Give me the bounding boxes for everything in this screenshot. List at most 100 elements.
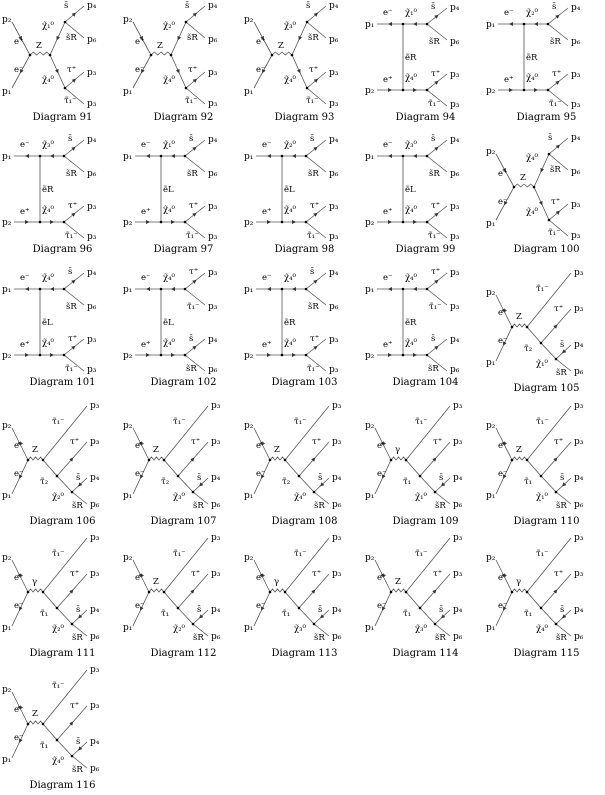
momentum-label: p₄ <box>329 268 339 278</box>
particle-label: s̄ <box>318 605 322 615</box>
momentum-label: p₁ <box>365 285 374 295</box>
incoming-electron-line <box>11 559 29 593</box>
particle-label: τ⁺ <box>70 701 79 711</box>
particle-label: e⁻ <box>262 140 272 150</box>
particle-label: τ⁺ <box>431 69 440 79</box>
particle-label: e⁻ <box>383 140 393 150</box>
momentum-label: p₂ <box>486 553 496 563</box>
vertex-dot <box>55 738 59 742</box>
neutralino-line <box>540 475 557 493</box>
momentum-label: p₁ <box>486 491 495 501</box>
momentum-label: p₃ <box>450 100 460 110</box>
particle-label: e⁻ <box>14 65 24 75</box>
outgoing-bottom-a <box>305 205 327 223</box>
particle-label: s̃R <box>429 36 440 47</box>
momentum-label: p₁ <box>2 623 11 633</box>
vertex-dot <box>554 490 558 494</box>
vertex-dot <box>425 353 429 357</box>
momentum-label: p₄ <box>332 473 342 483</box>
particle-label: s̄ <box>189 334 193 344</box>
outgoing-bottom-b <box>547 89 569 107</box>
boson-label: Z <box>395 577 401 587</box>
momentum-label: p₃ <box>574 268 584 278</box>
outgoing-top-a <box>184 139 206 157</box>
momentum-label: p₂ <box>244 15 254 25</box>
incoming-positron-line <box>11 723 29 759</box>
particle-label: τ̃₁ <box>524 476 532 487</box>
momentum-label: p₄ <box>453 605 463 615</box>
particle-label: e⁺ <box>383 207 393 217</box>
vertex-dot <box>184 86 188 90</box>
momentum-label: p₂ <box>486 421 496 431</box>
diagram-caption: Diagram 99 <box>395 244 456 255</box>
particle-label: τ⁺ <box>67 65 76 75</box>
outgoing-tau-line <box>298 573 330 609</box>
momentum-label: p₆ <box>211 500 221 510</box>
vertex-dot <box>297 606 301 610</box>
momentum-label: p₆ <box>90 632 100 642</box>
particle-label: s̄ <box>552 2 556 12</box>
neutralino-line <box>540 607 557 625</box>
particle-label: χ̃₄⁰ <box>42 74 55 85</box>
vertex-dot <box>63 86 67 90</box>
particle-label: s̃R <box>550 164 561 175</box>
diagram-caption: Diagram 107 <box>150 516 217 527</box>
vertex-dot <box>268 458 272 462</box>
vertex-dot <box>425 22 429 26</box>
outgoing-top-b <box>63 288 85 306</box>
particle-label: χ̃₁⁰ <box>163 139 176 150</box>
outgoing-top-a <box>305 139 327 157</box>
vertex-dot <box>183 287 187 291</box>
vertex-dot <box>70 622 74 626</box>
vertex-dot <box>539 341 543 345</box>
outgoing-bottom-a <box>185 71 206 89</box>
particle-label: χ̃₂⁰ <box>526 7 539 18</box>
particle-label: s̃R <box>308 32 319 43</box>
neutralino-line <box>56 475 73 493</box>
neutralino-top-line <box>533 153 550 188</box>
momentum-label: p₆ <box>90 500 100 510</box>
momentum-label: p₂ <box>486 86 496 96</box>
particle-label: χ̃₄⁰ <box>405 72 418 83</box>
momentum-label: p₂ <box>123 351 133 361</box>
particle-label: τ⁺ <box>433 437 442 447</box>
boson-propagator <box>269 588 286 593</box>
vertex-dot <box>305 20 309 24</box>
momentum-label: p₆ <box>208 365 218 375</box>
outgoing-sR-line <box>71 491 88 505</box>
vertex-dot <box>297 474 301 478</box>
diagram-caption: Diagram 103 <box>271 377 338 388</box>
propagator-label: ẽR <box>405 317 417 328</box>
particle-label: τ⁺ <box>191 569 200 579</box>
boson-label: γ <box>32 577 37 587</box>
momentum-label: p₆ <box>90 764 100 774</box>
outgoing-top-b <box>547 23 569 41</box>
vertex-dot <box>147 590 151 594</box>
neutralino-line <box>419 475 436 493</box>
momentum-label: p₆ <box>329 169 339 179</box>
particle-label: χ̃₄⁰ <box>405 272 418 283</box>
diagram-caption: Diagram 97 <box>153 244 214 255</box>
vertex-dot <box>159 353 163 357</box>
boson-label: Z <box>520 173 526 183</box>
vertex-dot <box>418 474 422 478</box>
particle-label: χ̃₄⁰ <box>163 204 176 215</box>
incoming-positron-line <box>132 591 150 627</box>
boson-propagator <box>148 456 165 461</box>
particle-label: χ̃₄⁰ <box>284 272 297 283</box>
incoming-electron-line <box>132 559 150 593</box>
outgoing-long-line <box>526 272 572 328</box>
momentum-label: p₂ <box>486 147 496 157</box>
vertex-dot <box>26 458 30 462</box>
particle-label: e⁺ <box>498 573 508 583</box>
momentum-label: p₆ <box>208 35 218 45</box>
outgoing-top-b <box>64 21 85 39</box>
